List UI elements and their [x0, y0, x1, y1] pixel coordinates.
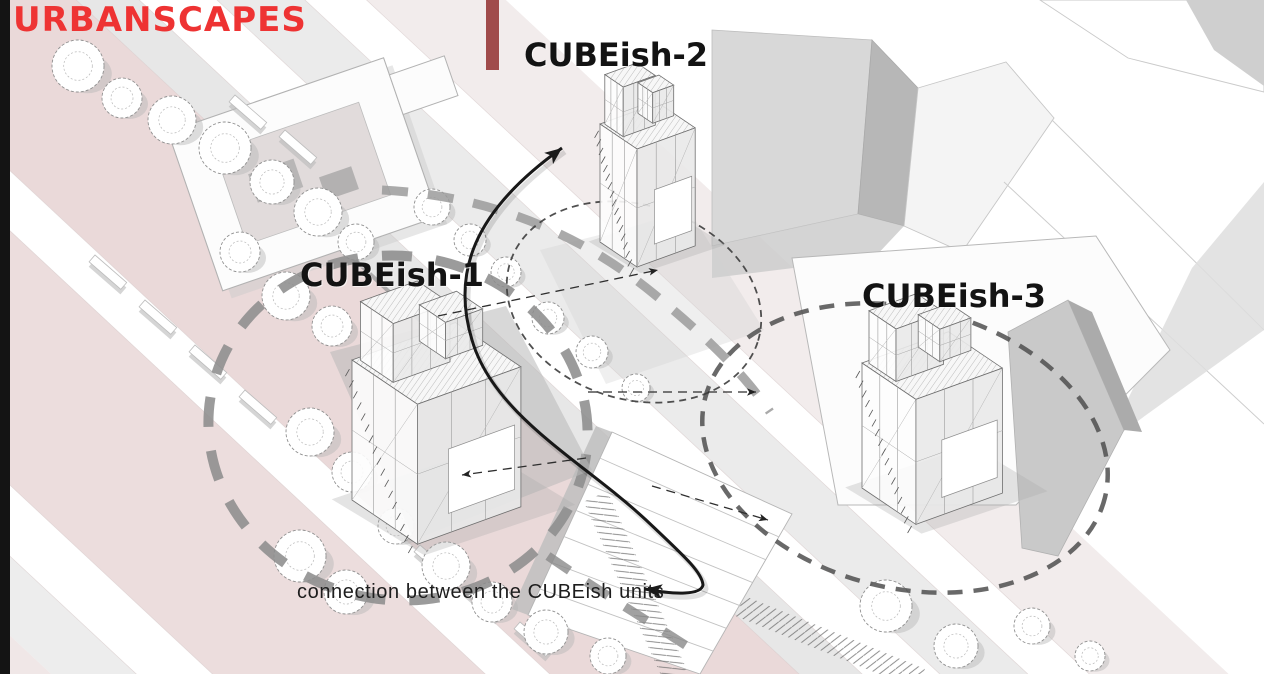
tower-cubeish-3: [845, 293, 1048, 534]
ground-objects: [88, 55, 925, 674]
label-cubeish-1: CUBEish-1: [300, 256, 485, 294]
rail-hatch: [583, 491, 687, 674]
bench-slab: [228, 94, 268, 135]
bench-slab: [238, 389, 278, 430]
connection-caption: connection between the CUBEish units: [297, 581, 665, 603]
rail-hatch: [735, 595, 925, 674]
label-cubeish-2: CUBEish-2: [524, 36, 709, 74]
trees: [51, 39, 1110, 674]
left-edge-bar: [0, 0, 10, 674]
bench-slab: [278, 129, 318, 170]
page-title: URBANSCAPES: [13, 0, 307, 40]
annotation-arrows: [437, 146, 769, 600]
accent-bar: [486, 0, 499, 70]
tower-cubeish-1: [331, 280, 576, 556]
tower-cubeish-2: [588, 62, 726, 276]
bench-slab: [138, 299, 178, 340]
label-cubeish-3: CUBEish-3: [862, 277, 1047, 315]
cubeish-towers: [330, 62, 1048, 556]
bench-slab: [88, 254, 128, 295]
